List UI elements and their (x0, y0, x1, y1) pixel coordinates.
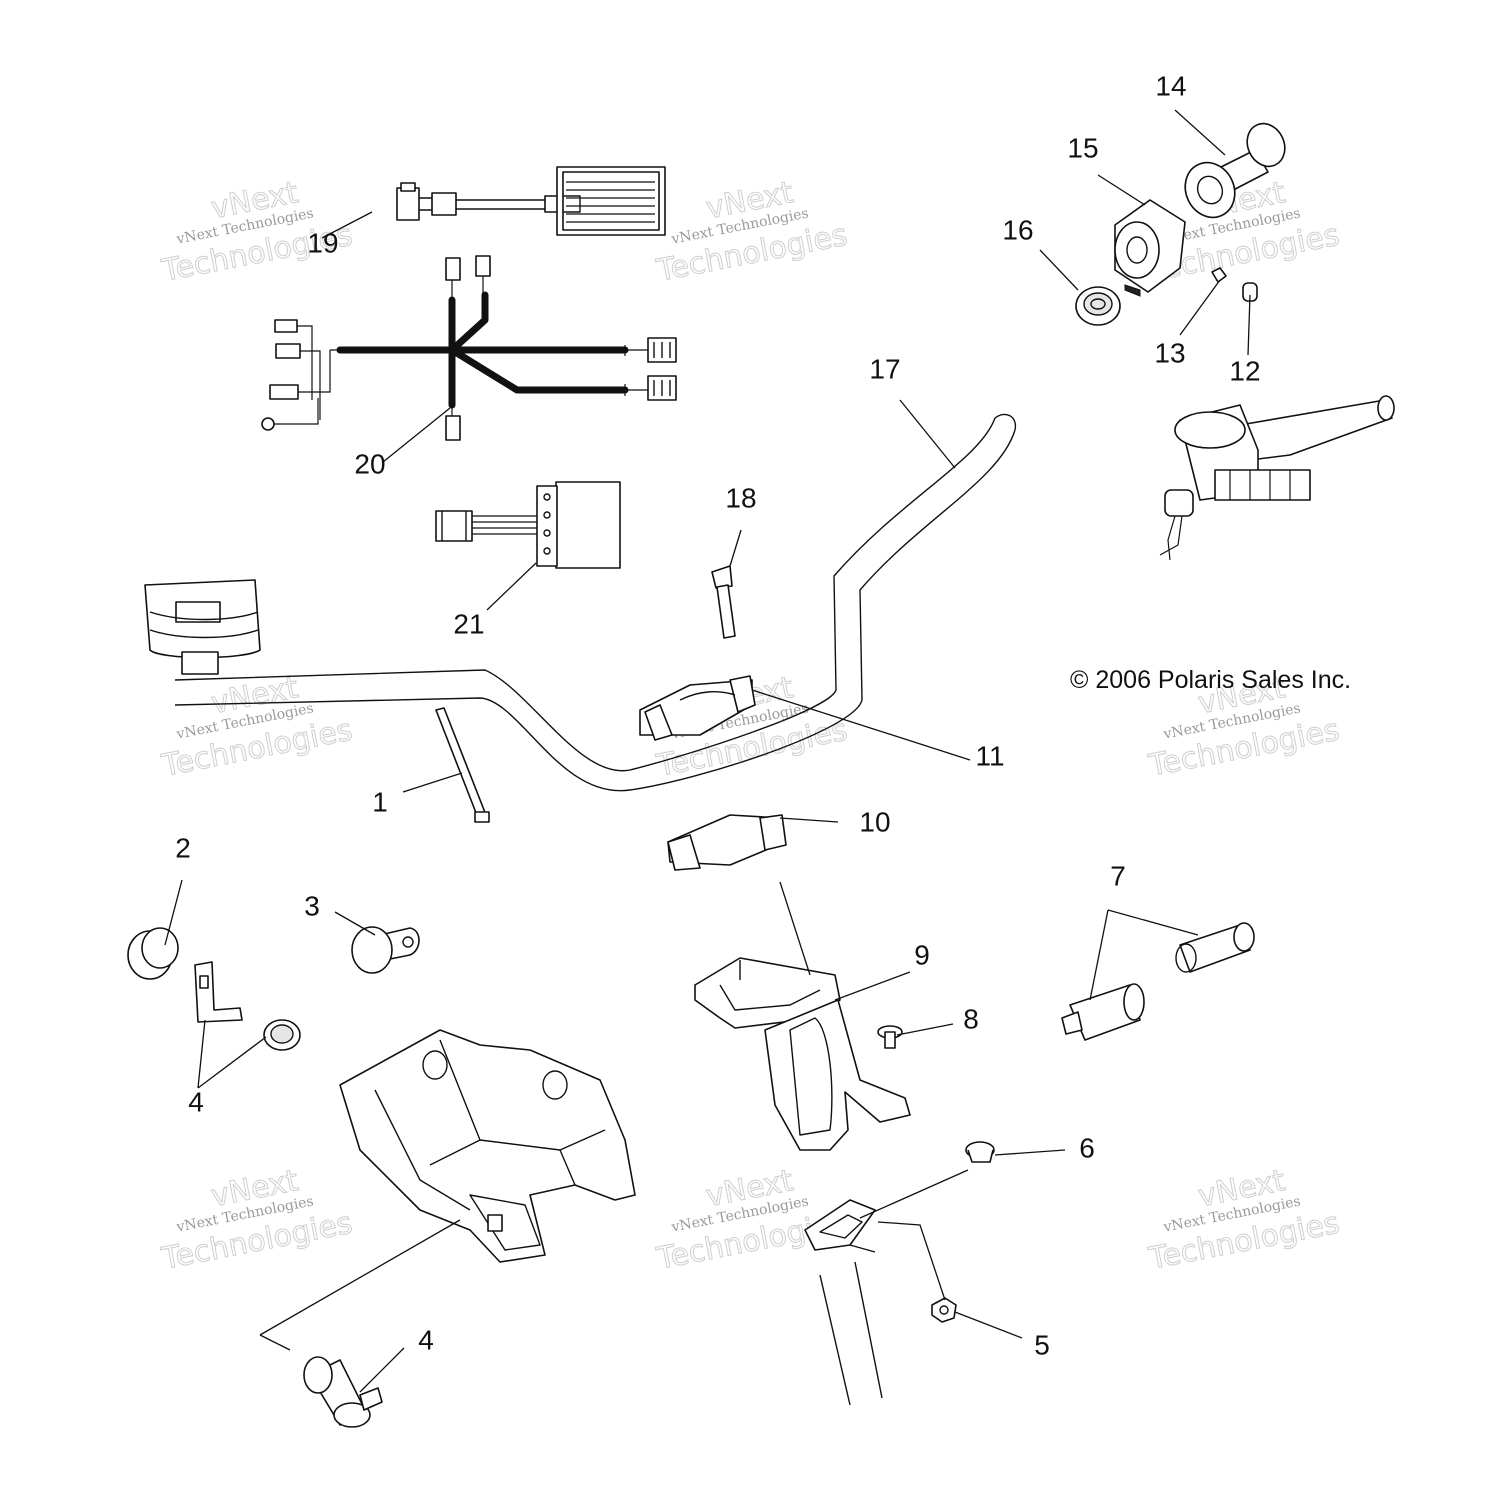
callout-20: 20 (354, 448, 385, 479)
part-1-cable-tie (435, 707, 490, 823)
callout-10: 10 (859, 806, 890, 837)
callout-9: 9 (914, 939, 930, 970)
part-20-wire-harness (261, 255, 677, 441)
part-3-grommet (351, 926, 420, 974)
callout-6: 6 (1079, 1132, 1095, 1163)
part-21-relay-module (435, 481, 621, 569)
steering-post (819, 1261, 883, 1406)
steering-top-plate (804, 1199, 876, 1251)
part-2-indicator-lamp (127, 927, 179, 980)
callout-13: 13 (1154, 337, 1185, 368)
callout-numbers: 1 2 3 4 4 5 6 7 8 9 10 11 12 13 14 15 16… (175, 70, 1260, 1360)
callout-21: 21 (453, 608, 484, 639)
callout-7: 7 (1110, 860, 1126, 891)
callout-17: 17 (869, 353, 900, 384)
watermark: vNext vNext Technologies Technologies (653, 1163, 851, 1278)
part-18-bolt (711, 565, 736, 639)
callout-4: 4 (188, 1086, 204, 1117)
callout-11: 11 (975, 740, 1004, 771)
part-15-throttle-housing (1114, 199, 1186, 297)
part-14-hand-grip (1184, 122, 1286, 219)
callout-15: 15 (1067, 132, 1098, 163)
part-10-lower-clamp (667, 814, 787, 871)
watermarks: vNext vNext Technologies Technologies vN… (158, 175, 1343, 1278)
callout-12: 12 (1229, 355, 1260, 386)
callout-4-lower: 4 (418, 1324, 434, 1355)
part-9-mounting-bracket (694, 957, 911, 1151)
callout-3: 3 (304, 890, 320, 921)
callout-5: 5 (1034, 1329, 1050, 1360)
headlight-pod-cover (339, 1029, 636, 1263)
watermark: vNext vNext Technologies Technologies (653, 175, 851, 290)
callout-14: 14 (1155, 70, 1186, 101)
callout-19: 19 (307, 227, 338, 258)
brake-lever-assembly (1159, 395, 1395, 561)
part-19-connector-module (396, 166, 666, 236)
part-11-upper-clamp (639, 675, 756, 741)
watermark: vNext vNext Technologies Technologies (158, 1163, 356, 1278)
watermark: vNext vNext Technologies Technologies (1145, 1163, 1343, 1278)
part-6-cap (965, 1141, 995, 1163)
callout-1: 1 (372, 786, 388, 817)
part-7-switches (1061, 922, 1255, 1041)
callout-16: 16 (1002, 214, 1033, 245)
callout-18: 18 (725, 482, 756, 513)
copyright-notice: © 2006 Polaris Sales Inc. (1070, 666, 1351, 694)
part-13-small-nut (1211, 267, 1227, 283)
instrument-cluster (144, 579, 261, 675)
part-5-nut (931, 1297, 957, 1323)
part-4-lower-switch (303, 1356, 383, 1428)
callout-2: 2 (175, 832, 191, 863)
part-17-handlebar (174, 413, 1017, 792)
part-8-screw (877, 1025, 903, 1049)
part-16-washer (1075, 286, 1121, 326)
leader-lines (164, 109, 1251, 1393)
callout-8: 8 (963, 1003, 979, 1034)
part-4-key-and-nut (194, 961, 301, 1051)
